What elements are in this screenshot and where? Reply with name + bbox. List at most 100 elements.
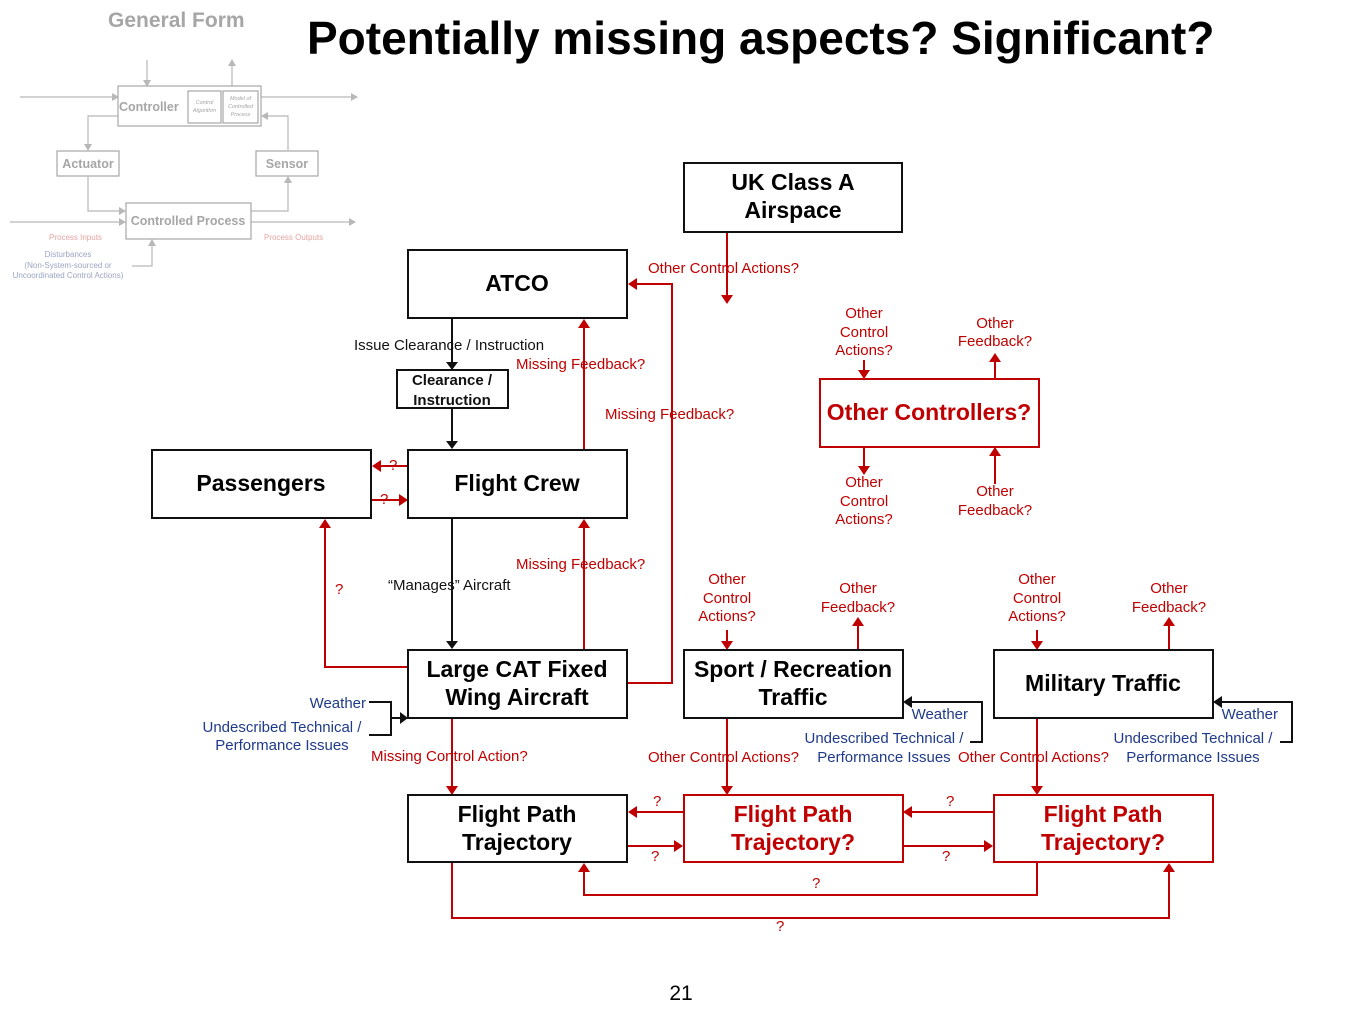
undescribed-military-2: Performance Issues [1126,749,1259,766]
atco-label: ATCO [485,270,548,296]
q-fpt-5: ? [812,875,820,892]
other-ca-sport: Other Control Actions? [648,749,799,766]
clearance-line2: Instruction [413,392,491,409]
military-label: Military Traffic [1025,670,1181,696]
gf-control-algorithm-1: Control [196,100,215,106]
svg-text:Undescribed Technical /Perform: Undescribed Technical /Performance Issue… [805,730,965,766]
undescribed-sport-2: Performance Issues [817,749,950,766]
q-fpt-4: ? [942,848,950,865]
box-flight-crew: Flight Crew [407,449,628,519]
gf-disturbances-3: Uncoordinated Control Actions) [13,271,124,280]
slide-title: Potentially missing aspects? Significant… [307,12,1214,64]
passengers-label: Passengers [196,470,325,496]
oc-top-feedback-1: Other [976,315,1014,332]
label-missing-feedback-3: Missing Feedback? [516,556,645,573]
label-missing-feedback-2: Missing Feedback? [605,406,734,423]
flight-crew-label: Flight Crew [454,470,579,496]
label-other-control-actions-atco: Other Control Actions? [648,260,799,277]
fpt-sport-line1: Flight Path [734,801,853,827]
gf-process-outputs: Process Outputs [264,233,323,242]
sport-line2: Traffic [758,684,827,710]
fpt-military-line2: Trajectory? [1041,829,1165,855]
other-controllers-label: Other Controllers? [827,399,1031,425]
oc-top-actions-3: Actions? [835,342,893,359]
q-fpt-2: ? [651,848,659,865]
sport-line1: Sport / Recreation [694,656,892,682]
undescribed-military-1: Undescribed Technical / [1114,730,1274,747]
q-cat-pass: ? [335,581,343,598]
svg-text:Undescribed Technical /Perform: Undescribed Technical /Performance Issue… [203,719,363,754]
box-passengers: Passengers [151,449,372,519]
black-connectors [369,318,1293,743]
gf-process-inputs: Process Inputs [49,233,102,242]
fpt-main-line1: Flight Path [458,801,577,827]
q-fpt-3: ? [946,793,954,810]
gf-controller-label: Controller [119,100,179,114]
box-military: Military Traffic [993,649,1214,719]
q-fpt-1: ? [653,793,661,810]
clearance-line1: Clearance / [412,372,493,389]
label-issue-clearance: Issue Clearance / Instruction [354,337,544,354]
sport-actions-2: Control [703,590,751,607]
q-pass-out: ? [389,457,397,474]
gf-controlled-process-label: Controlled Process [131,214,246,228]
gf-model-2: Controlled [228,104,254,110]
weather-military: Weather [1222,706,1278,723]
fpt-sport-line2: Trajectory? [731,829,855,855]
sport-feedback-2: Feedback? [821,599,895,616]
oc-bottom-feedback-1: Other [976,483,1014,500]
sport-actions-1: Other [708,571,746,588]
fpt-military-line1: Flight Path [1044,801,1163,827]
oc-bottom-actions-2: Control [840,493,888,510]
box-other-controllers: Other Controllers? [819,378,1040,448]
red-connectors [319,232,1175,919]
gf-actuator-label: Actuator [62,157,114,171]
undescribed-cat-1: Undescribed Technical / [203,719,363,736]
sport-feedback-1: Other [839,580,877,597]
uk-airspace-line1: UK Class A [731,169,854,195]
gf-disturbances-2: (Non-System-sourced or [24,261,111,270]
military-actions-1: Other [1018,571,1056,588]
oc-top-actions-2: Control [840,324,888,341]
gf-model-1: Model of [230,96,252,102]
q-pass-in: ? [380,491,388,508]
box-clearance: Clearance / Instruction [396,369,509,409]
gf-sensor-label: Sensor [266,157,309,171]
large-cat-line1: Large CAT Fixed [426,656,607,682]
large-cat-line2: Wing Aircraft [445,684,589,710]
military-feedback-2: Feedback? [1132,599,1206,616]
oc-top-feedback-2: Feedback? [958,333,1032,350]
svg-text:Clearance /Instruction: Clearance / Instruction [412,372,493,409]
svg-text:Undescribed Technical /Perform: Undescribed Technical / Performance Issue… [1114,730,1274,766]
weather-sport: Weather [912,706,968,723]
general-form-heading: General Form [108,9,245,32]
military-actions-3: Actions? [1008,608,1066,625]
military-actions-2: Control [1013,590,1061,607]
label-missing-feedback-1: Missing Feedback? [516,356,645,373]
oc-bottom-feedback-2: Feedback? [958,502,1032,519]
diagram-labels: Other Control Actions? Issue Clearance /… [203,260,1278,935]
gf-model-3: Process [231,112,251,118]
oc-top-actions-1: Other [845,305,883,322]
gf-disturbances-1: Disturbances [45,250,92,259]
